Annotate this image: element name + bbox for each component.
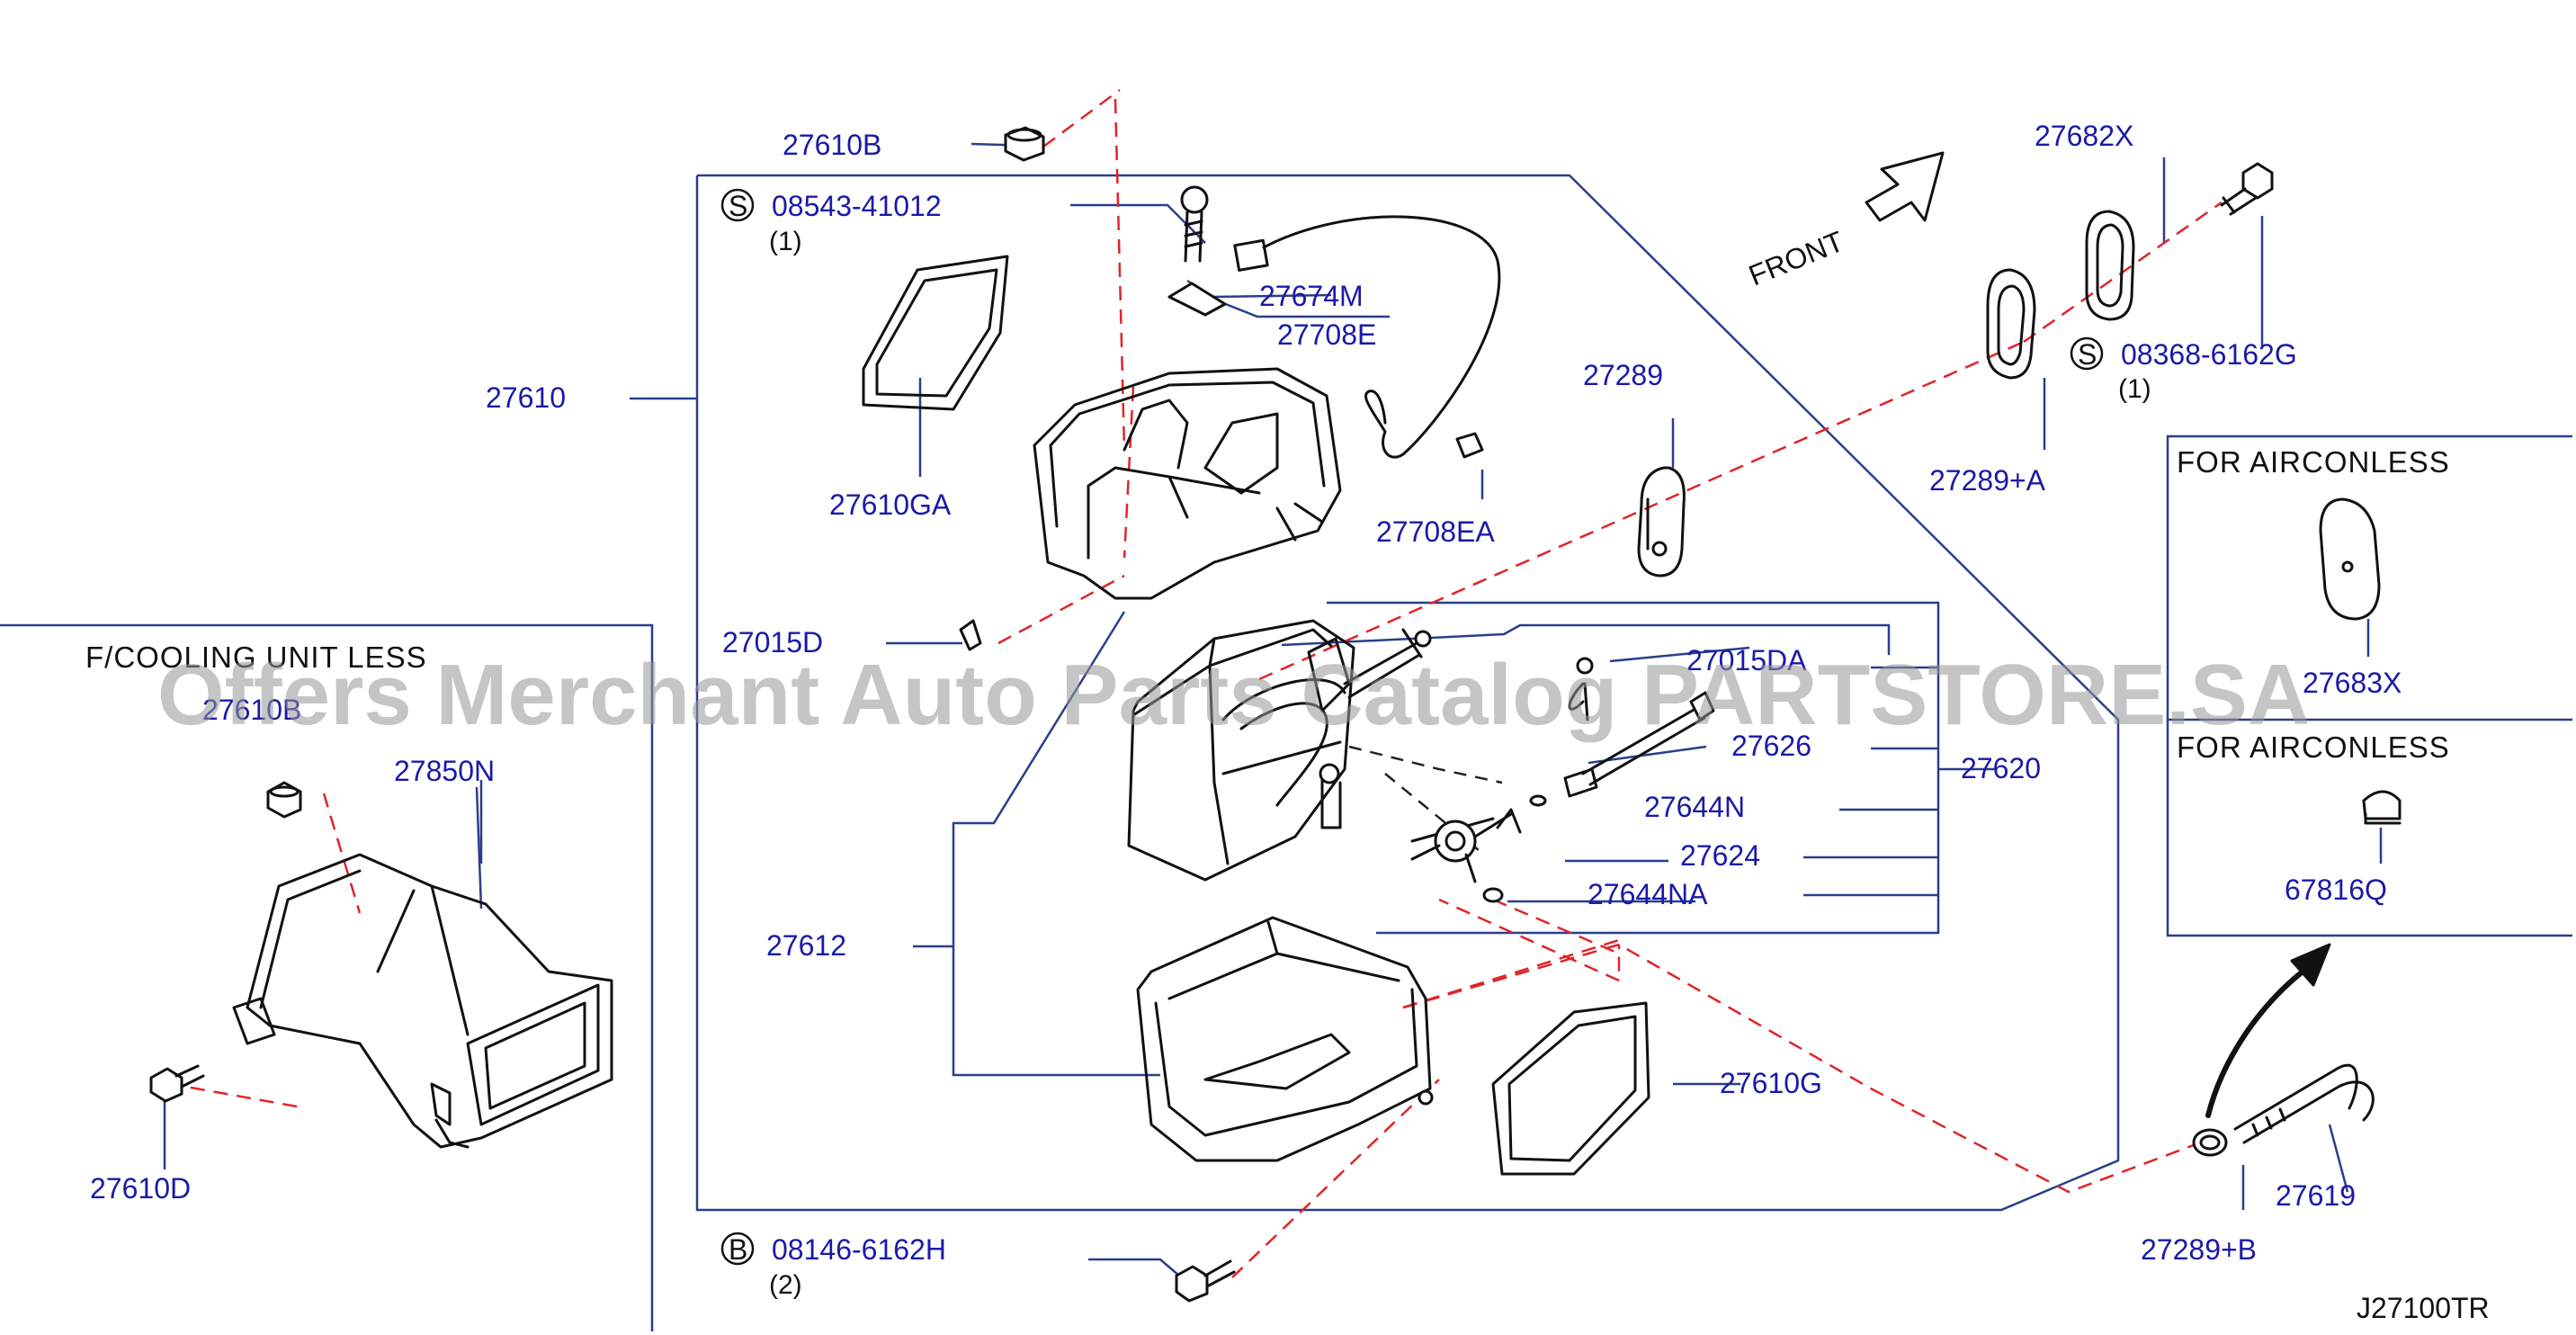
evaporator-core-icon (1127, 619, 1432, 882)
bracket-27708e-icon (1167, 282, 1227, 317)
code-b-circle (720, 1232, 755, 1266)
label-27289b[interactable]: 27289+B (2141, 1233, 2257, 1266)
seal-27610g-icon (1491, 1001, 1650, 1176)
lower-case-icon (1136, 916, 1434, 1162)
label-27610[interactable]: 27610 (486, 381, 566, 414)
watermark: Offers Merchant Auto Parts Catalog PARTS… (157, 647, 2310, 743)
bolt-08368-icon (2220, 162, 2274, 216)
duct-27850n-icon (232, 853, 613, 1149)
label-27289[interactable]: 27289 (1583, 359, 1663, 391)
code-s-circle-1 (720, 188, 755, 222)
seal-27610ga-icon (862, 255, 1009, 411)
label-08146-6162h[interactable]: 08146-6162H (772, 1233, 946, 1266)
bolt-08146-icon (1175, 1259, 1236, 1303)
diagram-ref-code: J27100TR (2357, 1292, 2490, 1324)
curved-arrow-icon (2205, 969, 2305, 1118)
section-title-cooling-unit-less: F/COOLING UNIT LESS (85, 641, 427, 674)
label-27289a[interactable]: 27289+A (1929, 464, 2046, 497)
label-08368-6162g[interactable]: 08368-6162G (2121, 338, 2297, 371)
seal-27682x-icon (2085, 210, 2135, 321)
part-drawings (149, 126, 2402, 1303)
screw-08543-icon (1180, 185, 1209, 263)
label-27015da[interactable]: 27015DA (1686, 644, 1807, 676)
label-27683x[interactable]: 27683X (2303, 667, 2402, 699)
label-27015d[interactable]: 27015D (722, 626, 823, 659)
label-27610g[interactable]: 27610G (1720, 1067, 1822, 1099)
front-label: FRONT (1744, 225, 1848, 292)
label-67816q[interactable]: 67816Q (2285, 874, 2387, 906)
label-27619[interactable]: 27619 (2276, 1179, 2356, 1212)
harness-27674m-icon (1233, 215, 1501, 459)
code-s-2: S (2078, 338, 2097, 371)
plug-67816q-icon (2362, 790, 2402, 825)
label-27626[interactable]: 27626 (1731, 730, 1811, 762)
qty-08146: (2) (769, 1270, 802, 1300)
label-27682x[interactable]: 27682X (2035, 120, 2133, 152)
qty-08543: (1) (769, 227, 802, 256)
plug-27683x-icon (2319, 497, 2381, 621)
label-27610d[interactable]: 27610D (90, 1172, 191, 1205)
label-27644na[interactable]: 27644NA (1588, 878, 1708, 910)
gasket-27015d-icon (959, 619, 982, 651)
nut-27610b-left-icon (266, 781, 302, 819)
label-27674m[interactable]: 27674M (1259, 280, 1364, 312)
label-27624[interactable]: 27624 (1680, 839, 1760, 872)
qty-08368: (1) (2118, 374, 2151, 404)
upper-case-icon (1033, 367, 1342, 600)
label-27708e[interactable]: 27708E (1277, 318, 1376, 351)
label-27850n[interactable]: 27850N (394, 755, 495, 787)
bolt-27610d-icon (149, 1064, 205, 1103)
label-27610ga[interactable]: 27610GA (829, 488, 952, 521)
grommet-27289b-icon (2192, 1128, 2228, 1157)
code-s-1: S (729, 190, 747, 222)
label-27610b-top[interactable]: 27610B (783, 129, 881, 161)
front-arrow-icon (1865, 151, 1945, 222)
label-27610b-left[interactable]: 27610B (202, 694, 301, 726)
label-27644n[interactable]: 27644N (1644, 791, 1745, 823)
label-08543-41012[interactable]: 08543-41012 (772, 190, 942, 222)
code-s-circle-2 (2070, 336, 2104, 371)
seal-27289a-icon (1986, 268, 2036, 380)
grommet-27289-icon (1637, 466, 1686, 578)
label-27620[interactable]: 27620 (1961, 752, 2041, 784)
hose-27619-icon (2233, 1063, 2375, 1144)
frame-lines (0, 142, 2572, 1331)
expansion-valve-icon (1410, 657, 1715, 903)
curved-arrow-head-icon (2290, 943, 2331, 987)
section-title-airconless-1: FOR AIRCONLESS (2177, 445, 2450, 479)
label-27612[interactable]: 27612 (766, 929, 846, 962)
label-27708ea[interactable]: 27708EA (1376, 515, 1495, 548)
nut-27610b-top-icon (1004, 126, 1045, 162)
section-title-airconless-2: FOR AIRCONLESS (2177, 730, 2450, 764)
code-b: B (729, 1233, 747, 1266)
